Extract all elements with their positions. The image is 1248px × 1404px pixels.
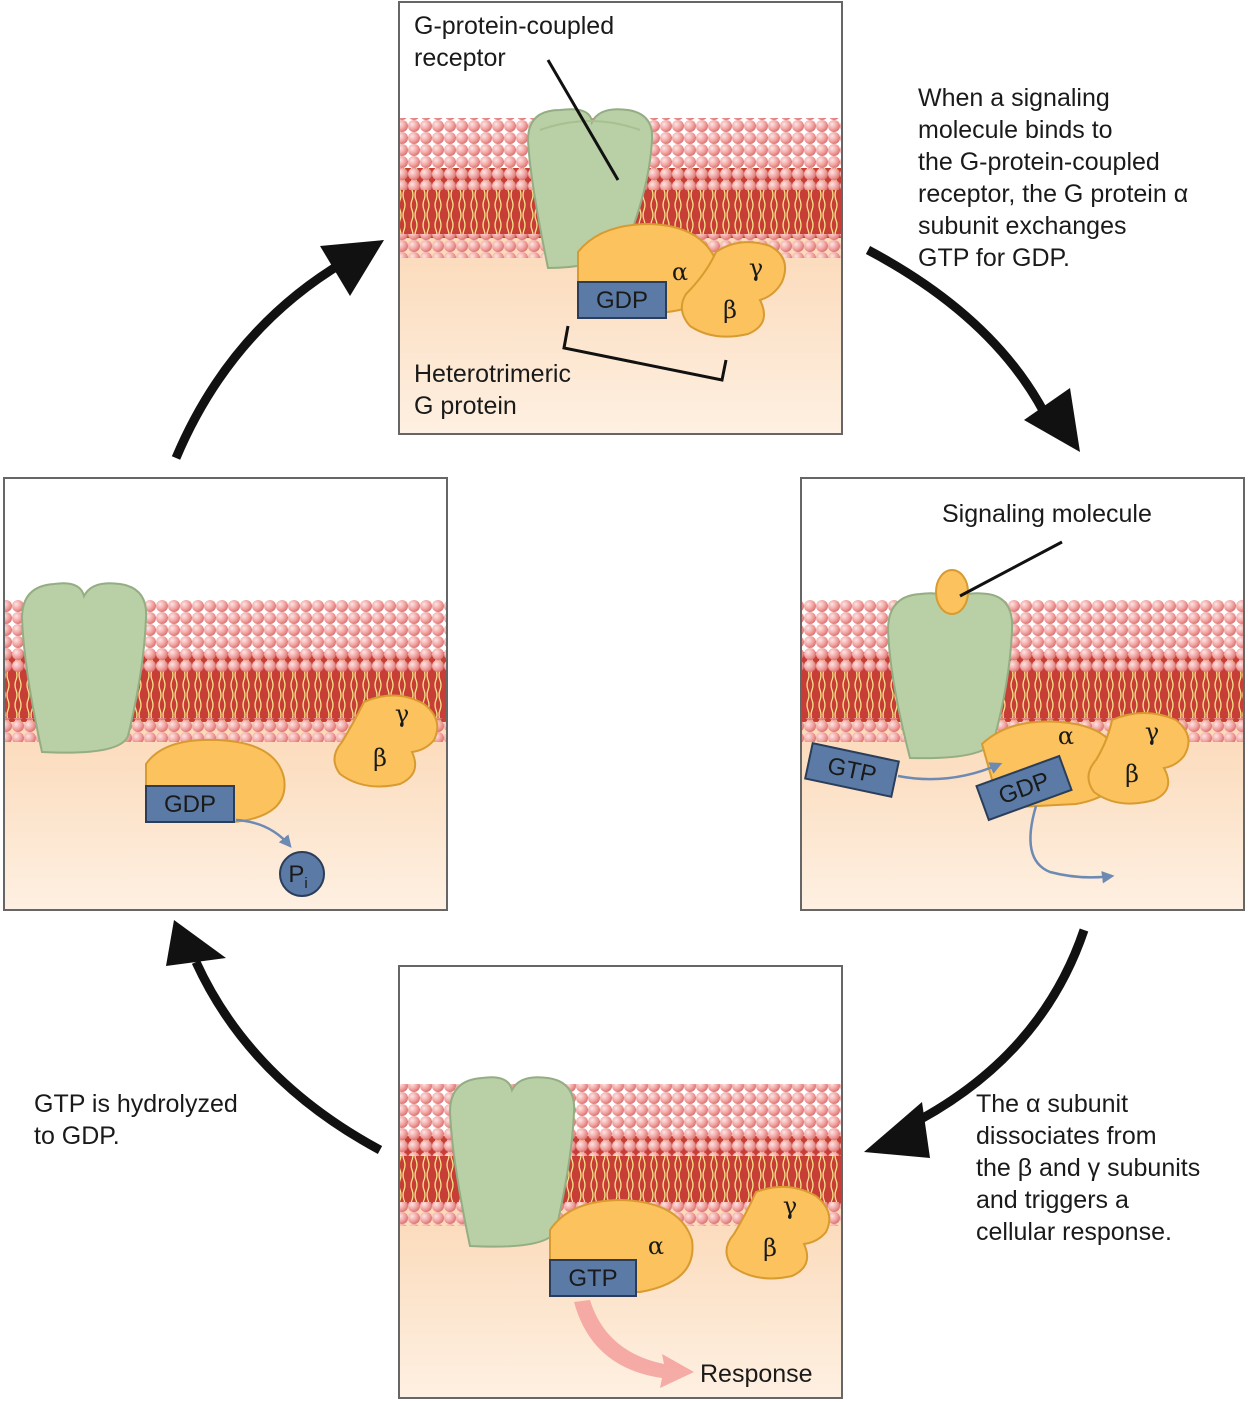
gdp-label-left: GDP <box>164 791 216 818</box>
beta-label-right: β <box>1125 760 1139 788</box>
caption-step2: The α subunit dissociates from the β and… <box>976 1090 1207 1246</box>
beta-gamma-left <box>333 694 439 788</box>
cycle-arrow-top-to-right <box>865 246 1080 452</box>
beta-label-left: β <box>373 744 387 772</box>
membrane-right <box>802 600 1243 742</box>
panel-left: γ β GDP Pi <box>3 477 448 911</box>
gtp-box-bottom <box>549 1259 637 1297</box>
beta-gamma-bottom <box>725 1185 831 1280</box>
gamma-label-left: γ <box>395 700 409 728</box>
gamma-label-top: γ <box>749 254 763 282</box>
beta-label-bottom: β <box>763 1234 777 1262</box>
beta-gamma-top <box>680 241 786 338</box>
signal-pointer <box>959 540 1063 598</box>
cycle-arrow-left-to-top <box>171 240 384 460</box>
gtp-label-bottom: GTP <box>568 1265 617 1292</box>
beta-gamma-right <box>1087 712 1190 805</box>
signal-label: Signaling molecule <box>942 500 1152 528</box>
gdp-box-top <box>577 281 667 319</box>
gamma-label-bottom: γ <box>783 1192 797 1220</box>
gdp-exit-arrow <box>1029 805 1115 884</box>
gtp-entry-arrow <box>897 762 1003 781</box>
gpcr-receptor-right <box>886 592 1014 760</box>
heterotrimer-label: Heterotrimeric G protein <box>414 360 578 420</box>
alpha-label-right: α <box>1058 722 1074 750</box>
receptor-label: G-protein-coupled receptor <box>414 12 621 72</box>
cycle-arrow-right-to-bottom <box>864 928 1089 1158</box>
phosphate-release-arrow <box>235 818 292 848</box>
phosphate-label: Pi <box>288 861 307 892</box>
gtp-box-right: GTP <box>804 742 900 798</box>
response-label: Response <box>700 1360 813 1388</box>
alpha-label-bottom: α <box>648 1232 664 1260</box>
beta-label-top: β <box>723 296 737 324</box>
panel-top: GDP α γ β G-protein-coupled receptor Het… <box>398 1 843 435</box>
cycle-arrow-bottom-to-left <box>166 920 383 1154</box>
caption-step3: GTP is hydrolyzed to GDP. <box>34 1090 245 1150</box>
panel-right: Signaling molecule α γ β GDP GTP <box>800 477 1245 911</box>
receptor-pointer <box>546 59 620 181</box>
gdp-box-left <box>145 785 235 823</box>
signaling-molecule <box>935 569 969 615</box>
panel-bottom: GTP α γ β Response <box>398 965 843 1399</box>
response-arrow <box>574 1300 694 1388</box>
gamma-label-right: γ <box>1145 718 1159 746</box>
caption-step1: When a signaling molecule binds to the G… <box>918 84 1195 272</box>
heterotrimer-bracket <box>562 325 728 382</box>
gpcr-receptor-left <box>20 582 148 754</box>
phosphate-circle <box>279 851 325 897</box>
gdp-label-top: GDP <box>596 287 648 314</box>
gpcr-receptor-bottom <box>448 1076 576 1248</box>
alpha-label-top: α <box>672 258 688 286</box>
